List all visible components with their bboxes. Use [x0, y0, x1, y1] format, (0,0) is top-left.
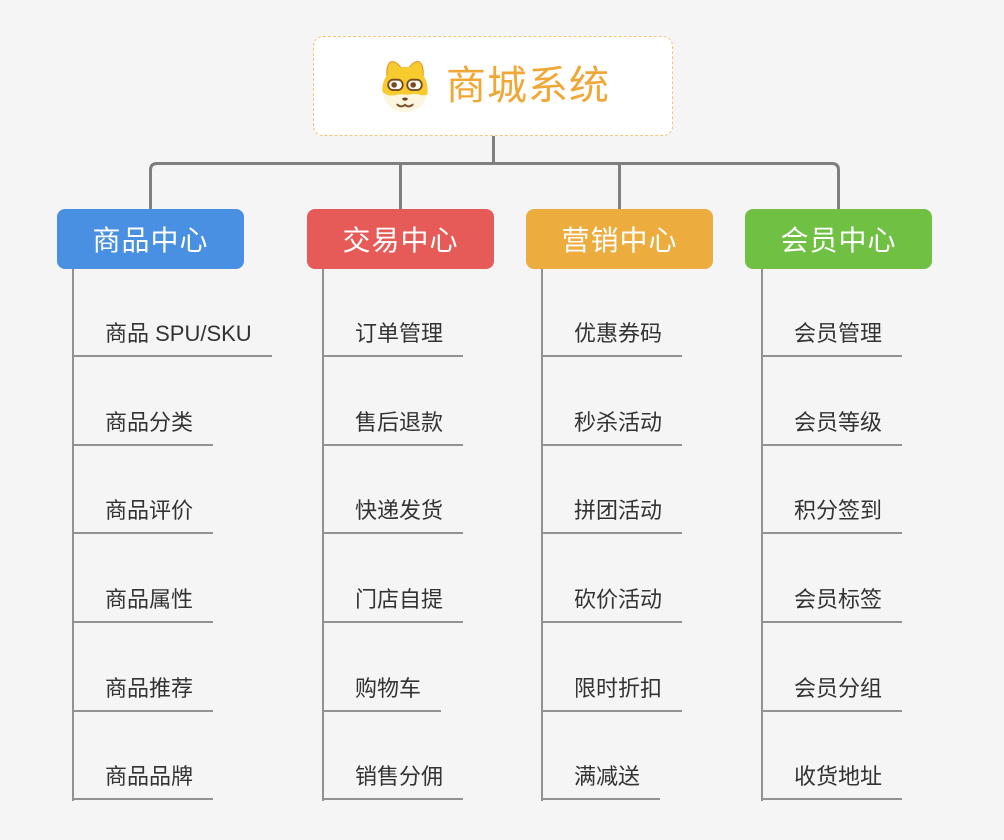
- leaf-item[interactable]: 砍价活动: [543, 587, 683, 623]
- leaf-item[interactable]: 会员等级: [763, 410, 903, 446]
- leaf-item[interactable]: 限时折扣: [543, 676, 683, 712]
- leaf-item[interactable]: 商品推荐: [74, 676, 214, 712]
- leaf-item[interactable]: 订单管理: [324, 321, 464, 357]
- leaf-item[interactable]: 拼团活动: [543, 498, 683, 534]
- leaf-item[interactable]: 会员分组: [763, 676, 903, 712]
- leaf-item[interactable]: 商品属性: [74, 587, 214, 623]
- leaf-item[interactable]: 商品 SPU/SKU: [74, 321, 272, 357]
- leaf-item[interactable]: 售后退款: [324, 410, 464, 446]
- branch-list-trade-center: 订单管理售后退款快递发货门店自提购物车销售分佣: [322, 269, 562, 801]
- leaf-item[interactable]: 商品评价: [74, 498, 214, 534]
- leaf-item[interactable]: 门店自提: [324, 587, 464, 623]
- leaf-item[interactable]: 商品品牌: [74, 764, 214, 800]
- leaf-item[interactable]: 积分签到: [763, 498, 903, 534]
- leaf-item[interactable]: 会员管理: [763, 321, 903, 357]
- branch-list-marketing-center: 优惠券码秒杀活动拼团活动砍价活动限时折扣满减送: [541, 269, 781, 801]
- branch-node-marketing-center[interactable]: 营销中心: [526, 209, 713, 269]
- leaf-item[interactable]: 购物车: [324, 676, 442, 712]
- branch-rail-line: [149, 162, 840, 211]
- leaf-item[interactable]: 快递发货: [324, 498, 464, 534]
- leaf-item[interactable]: 收货地址: [763, 764, 903, 800]
- root-node[interactable]: 商城系统: [313, 36, 673, 136]
- dog-face-icon: [382, 60, 428, 113]
- leaf-item[interactable]: 优惠券码: [543, 321, 683, 357]
- root-label: 商城系统: [446, 64, 610, 108]
- branch-node-product-center[interactable]: 商品中心: [57, 209, 244, 269]
- leaf-item[interactable]: 商品分类: [74, 410, 214, 446]
- branch-list-member-center: 会员管理会员等级积分签到会员标签会员分组收货地址: [761, 269, 1001, 801]
- leaf-item[interactable]: 会员标签: [763, 587, 903, 623]
- leaf-item[interactable]: 满减送: [543, 764, 661, 800]
- leaf-item[interactable]: 销售分佣: [324, 764, 464, 800]
- branch-list-product-center: 商品 SPU/SKU 商品分类商品评价商品属性商品推荐商品品牌: [72, 269, 312, 801]
- leaf-item[interactable]: 秒杀活动: [543, 410, 683, 446]
- branch-node-trade-center[interactable]: 交易中心: [307, 209, 494, 269]
- branch-node-member-center[interactable]: 会员中心: [745, 209, 932, 269]
